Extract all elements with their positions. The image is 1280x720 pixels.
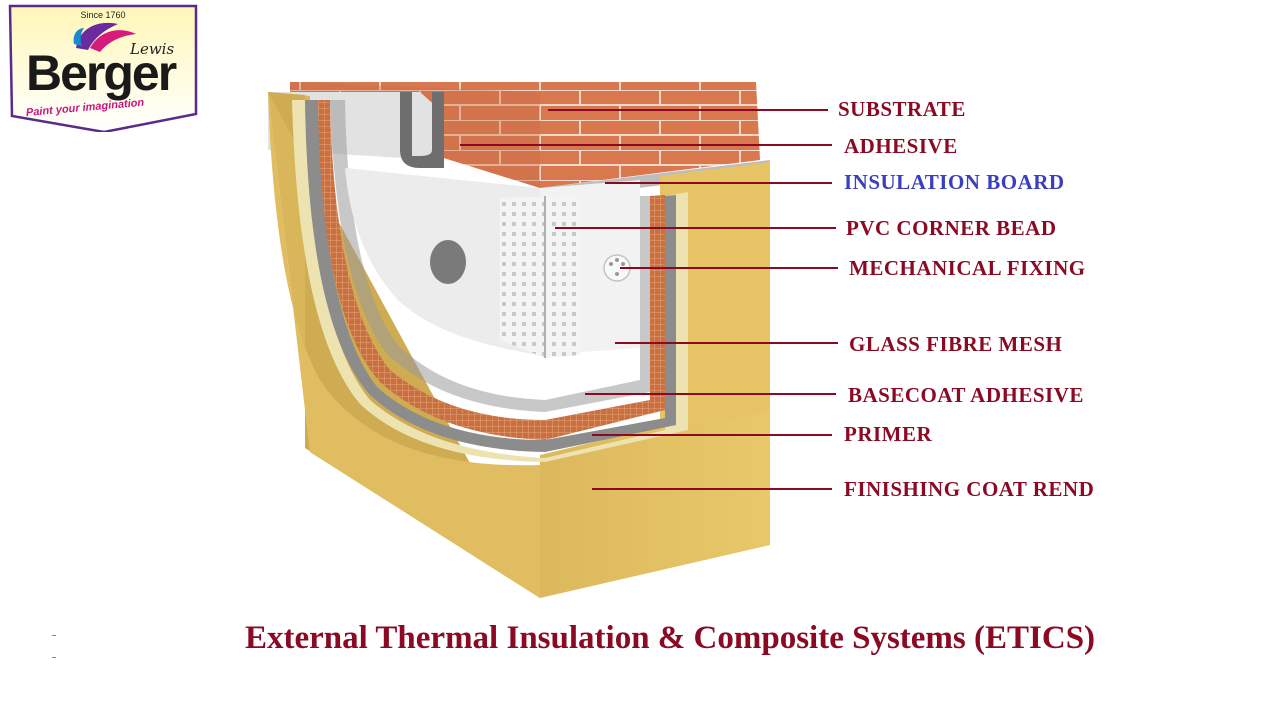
label-basecoat-adhesive: BASECOAT ADHESIVE [848, 383, 1084, 407]
label-insulation-board: INSULATION BOARD [844, 170, 1065, 194]
diagram-caption: External Thermal Insulation & Composite … [244, 620, 1096, 656]
label-substrate: SUBSTRATE [838, 97, 966, 121]
berger-logo: Since 1760 Lewis Berger Paint your imagi… [8, 4, 198, 132]
label-primer: PRIMER [844, 422, 933, 446]
leader-lines [460, 109, 838, 490]
margin-tick [52, 657, 56, 658]
margin-tick [52, 635, 56, 636]
logo-brand-name: Berger [26, 45, 177, 101]
label-pvc-corner-bead: PVC CORNER BEAD [846, 216, 1057, 240]
logo-since-text: Since 1760 [80, 10, 126, 20]
logo-badge-shape [8, 4, 198, 132]
adhesive-bracket [400, 92, 444, 168]
label-glass-fibre-mesh: GLASS FIBRE MESH [849, 332, 1063, 356]
label-adhesive: ADHESIVE [844, 134, 958, 158]
glass-fibre-mesh-layer [318, 100, 665, 440]
label-finishing-coat-rend: FINISHING COAT REND [844, 477, 1095, 501]
pvc-corner-bead-shape [500, 196, 580, 358]
logo-sub-brand: Lewis [130, 40, 175, 58]
label-mechanical-fixing: MECHANICAL FIXING [849, 256, 1086, 280]
fixing-hole [430, 240, 466, 284]
